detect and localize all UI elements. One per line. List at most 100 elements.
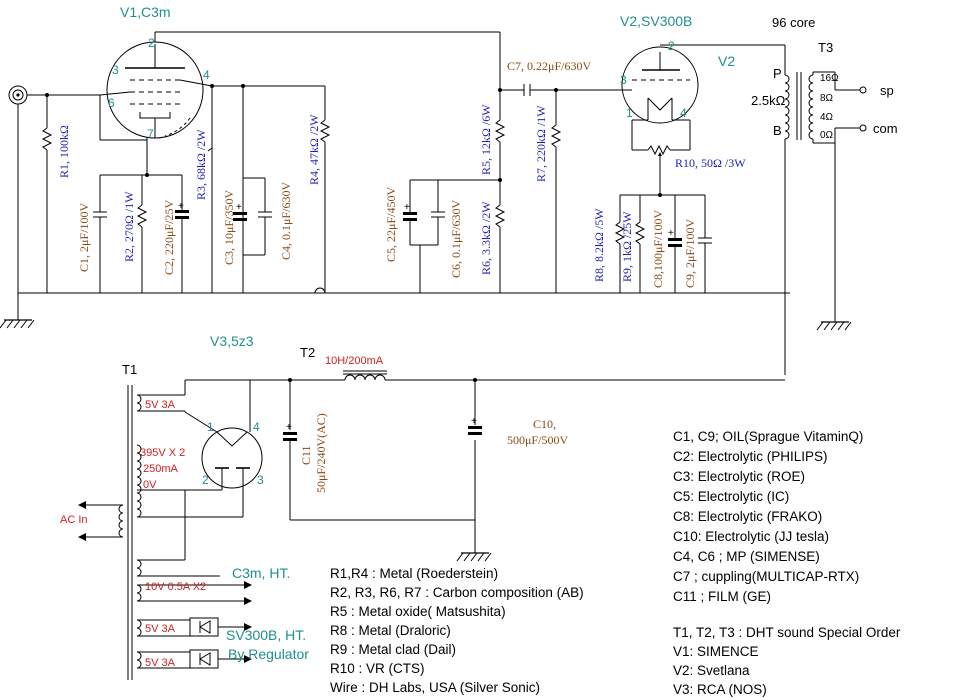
v2-pin-2: 2 bbox=[668, 39, 675, 53]
note-right-7: C7 ; cuppling(MULTICAP-RTX) bbox=[673, 569, 859, 584]
v2-pin-3: 3 bbox=[620, 73, 627, 87]
v3-pin-4: 4 bbox=[253, 420, 260, 434]
note-right-12: V2: Svetlana bbox=[673, 663, 750, 678]
note-right-1: C2: Electrolytic (PHILIPS) bbox=[673, 449, 828, 464]
t3-tap-8: 8Ω bbox=[820, 93, 834, 104]
t1-power-transformer bbox=[118, 385, 142, 680]
r5-label: R5, 12kΩ /6W bbox=[479, 104, 493, 175]
note-right-3: C5: Electrolytic (IC) bbox=[673, 489, 789, 504]
c9-label: C9, 2μF/100V bbox=[683, 219, 697, 288]
winding-5v3a-b-label: 5V 3A bbox=[145, 623, 176, 635]
regulator-label: By Regulator bbox=[228, 646, 309, 662]
v2-tube bbox=[621, 46, 699, 124]
svg-text:+: + bbox=[178, 201, 184, 212]
v3-label: V3,5z3 bbox=[210, 333, 254, 349]
svg-text:+: + bbox=[668, 228, 674, 239]
v3-tube bbox=[201, 427, 263, 489]
hv-zero-label: 0V bbox=[143, 479, 157, 491]
sp-label: sp bbox=[880, 83, 894, 98]
r9-label: R9, 1kΩ /25W bbox=[620, 211, 634, 282]
note-mid-0: R1,R4 : Metal (Roederstein) bbox=[330, 566, 498, 581]
choke-label: 10H/200mA bbox=[325, 355, 384, 367]
note-right-5: C10: Electrolytic (JJ tesla) bbox=[673, 529, 829, 544]
svg-text:+: + bbox=[471, 416, 477, 427]
v3-pin-1: 1 bbox=[207, 420, 214, 434]
v1-pin-3: 3 bbox=[112, 63, 119, 77]
t3-label: T3 bbox=[818, 40, 833, 55]
t1-label: T1 bbox=[122, 362, 137, 377]
t3-tap-0: 0Ω bbox=[820, 130, 834, 141]
v1-label: V1,C3m bbox=[120, 4, 171, 20]
r7-label: R7, 220kΩ /1W bbox=[534, 105, 548, 182]
r10-label: R10, 50Ω /3W bbox=[675, 156, 746, 170]
v3-pin-3: 3 bbox=[257, 473, 264, 487]
c11-label-a: C11 bbox=[299, 445, 313, 465]
c11-label-b: 50μF/240V(AC) bbox=[314, 413, 328, 493]
c6-label: C6, 0.1μF/630V bbox=[449, 200, 463, 278]
v2-title-label: V2,SV300B bbox=[620, 13, 692, 29]
note-right-2: C3: Electrolytic (ROE) bbox=[673, 469, 805, 484]
input-jack bbox=[0, 85, 100, 329]
winding-5v3a-label: 5V 3A bbox=[145, 399, 176, 411]
note-right-0: C1, C9; OIL(Sprague VitaminQ) bbox=[673, 429, 863, 444]
r6-label: R6, 3.3kΩ /2W bbox=[479, 201, 493, 275]
v2-pin-4: 4 bbox=[680, 106, 687, 120]
c7-label: C7, 0.22μF/630V bbox=[507, 59, 591, 73]
t3-core-label: 96 core bbox=[772, 15, 815, 30]
winding-5v3a-c-label: 5V 3A bbox=[145, 657, 176, 669]
winding-10v-label: 10V 0.5A X2 bbox=[145, 581, 206, 593]
note-mid-4: R9 : Metal clad (Dail) bbox=[330, 642, 456, 657]
hv-current-label: 250mA bbox=[143, 463, 179, 475]
v1-pin-7: 7 bbox=[147, 127, 154, 141]
parts-notes-middle: R1,R4 : Metal (Roederstein) R2, R3, R6, … bbox=[330, 566, 584, 695]
note-right-10: T1, T2, T3 : DHT sound Special Order bbox=[673, 625, 901, 640]
t3-tap-4: 4Ω bbox=[820, 112, 834, 123]
sv300b-ht-label: SV300B, HT. bbox=[226, 627, 306, 643]
r1-resistor bbox=[41, 93, 53, 293]
t3-output-transformer bbox=[784, 71, 867, 375]
r3-label: R3, 68kΩ /2W bbox=[194, 129, 208, 200]
note-mid-1: R2, R3, R6, R7 : Carbon composition (AB) bbox=[330, 585, 584, 600]
v3-pin-2: 2 bbox=[202, 473, 209, 487]
v2-pin-1: 1 bbox=[626, 106, 633, 120]
c8-label: C8,100μF/100V bbox=[651, 210, 665, 288]
svg-text:+: + bbox=[286, 422, 292, 433]
hv-winding-label: 395V X 2 bbox=[140, 447, 185, 459]
c5-label: C5, 22μF/450V bbox=[384, 187, 398, 262]
note-mid-3: R8 : Metal (Draloric) bbox=[330, 623, 451, 638]
svg-text:+: + bbox=[236, 202, 242, 213]
c4-label: C4, 0.1μF/630V bbox=[279, 182, 293, 260]
svg-text:+: + bbox=[404, 202, 410, 213]
r1-label: R1, 100kΩ bbox=[57, 125, 71, 178]
c2-label: C2, 220μF/25V bbox=[162, 200, 176, 275]
ac-in-label: AC In bbox=[60, 514, 88, 526]
t3-p-label: P bbox=[773, 66, 782, 81]
v2-side-label: V2 bbox=[718, 53, 735, 69]
r4-label: R4, 47kΩ /2W bbox=[307, 114, 321, 185]
note-mid-2: R5 : Metal oxide( Matsushita) bbox=[330, 604, 506, 619]
note-mid-5: R10 : VR (CTS) bbox=[330, 661, 425, 676]
note-right-6: C4, C6 ; MP (SIMENSE) bbox=[673, 549, 820, 564]
v1-pin-2: 2 bbox=[148, 36, 155, 50]
t3-impedance-label: 2.5kΩ bbox=[751, 93, 786, 108]
note-right-13: V3: RCA (NOS) bbox=[673, 682, 767, 697]
v1-tube bbox=[106, 41, 204, 139]
note-mid-6: Wire : DH Labs, USA (Silver Sonic) bbox=[330, 680, 540, 695]
c10-label-a: C10, bbox=[533, 417, 556, 431]
r2-label: R2, 270Ω /1W bbox=[122, 191, 136, 262]
v1-pin-6: 6 bbox=[108, 96, 115, 110]
note-right-4: C8: Electrolytic (FRAKO) bbox=[673, 509, 822, 524]
c10-label-b: 500μF/500V bbox=[507, 433, 568, 447]
c3-label: C3, 10μF/350V bbox=[222, 190, 236, 265]
c1-label: C1, 2μF/100V bbox=[77, 203, 91, 272]
t2-label: T2 bbox=[300, 345, 315, 360]
parts-notes-right: C1, C9; OIL(Sprague VitaminQ) C2: Electr… bbox=[673, 429, 901, 697]
t3-b-label: B bbox=[773, 123, 782, 138]
com-label: com bbox=[873, 121, 898, 136]
c3m-ht-label: C3m, HT. bbox=[232, 565, 290, 581]
note-right-11: V1: SIMENCE bbox=[673, 644, 759, 659]
t3-tap-16: 16Ω bbox=[820, 73, 839, 84]
v1-pin-4: 4 bbox=[203, 68, 210, 82]
note-right-8: C11 ; FILM (GE) bbox=[673, 589, 771, 604]
